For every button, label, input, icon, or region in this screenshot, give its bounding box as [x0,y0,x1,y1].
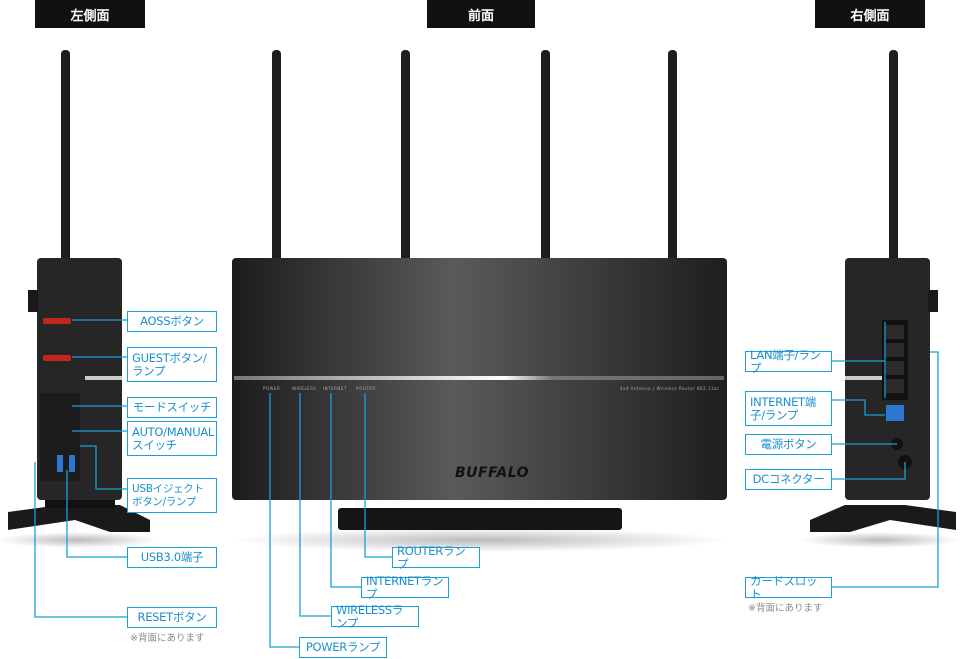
lamp-label-power: POWER [263,386,281,391]
antenna [401,50,410,262]
lan-port[interactable] [886,325,904,339]
lamp-label-wireless: WIRELESS [292,386,317,391]
lan-port[interactable] [886,361,904,375]
antenna [61,50,70,262]
header-left-side: 左側面 [35,0,145,28]
label-router-lamp: ROUTERランプ [392,544,480,570]
front-device [230,50,730,552]
antenna [889,50,898,262]
label-lan-port: LAN端子/ランプ [745,348,832,374]
label-auto-manual-switch: AUTO/MANUALスイッチ [127,421,217,456]
label-usb-eject: USBイジェクトボタン/ランプ [127,478,217,513]
internet-port[interactable] [886,405,904,421]
lan-port[interactable] [886,343,904,357]
label-card-slot: カードスロット [745,574,832,600]
aoss-button[interactable] [43,318,71,324]
lamp-label-internet: INTERNET [323,386,347,391]
label-guest-button: GUESTボタン/ランプ [127,347,217,382]
antenna [668,50,677,262]
label-internet-port: INTERNET端子/ランプ [745,391,832,426]
card-slot-note: ※背面にあります [748,603,823,614]
label-usb30-port: USB3.0端子 [127,547,217,568]
guest-button[interactable] [43,355,71,361]
buffalo-logo: BUFFALO [455,465,530,481]
label-aoss-button: AOSSボタン [127,311,217,332]
label-internet-lamp: INTERNETランプ [361,574,449,600]
left-side-device [0,50,158,548]
label-dc-connector: DCコネクター [745,469,832,490]
usb-port[interactable] [69,455,75,472]
label-power-button: 電源ボタン [745,434,832,455]
right-side-device [800,50,960,548]
label-mode-switch: モードスイッチ [127,397,217,418]
reset-note: ※背面にあります [130,633,205,644]
model-text: 4x4 Antenna | Wireless Router 802.11ac [620,386,720,391]
label-reset-button: RESETボタン [127,607,217,628]
label-wireless-lamp: WIRELESSランプ [331,603,419,629]
antenna [272,50,281,262]
leader-lines [34,319,939,648]
header-right-side: 右側面 [815,0,925,28]
usb-port[interactable] [57,455,63,472]
antenna [541,50,550,262]
header-front: 前面 [427,0,535,28]
lamp-label-router: ROUTER [356,386,376,391]
lan-port[interactable] [886,379,904,393]
label-power-lamp: POWERランプ [299,637,387,658]
